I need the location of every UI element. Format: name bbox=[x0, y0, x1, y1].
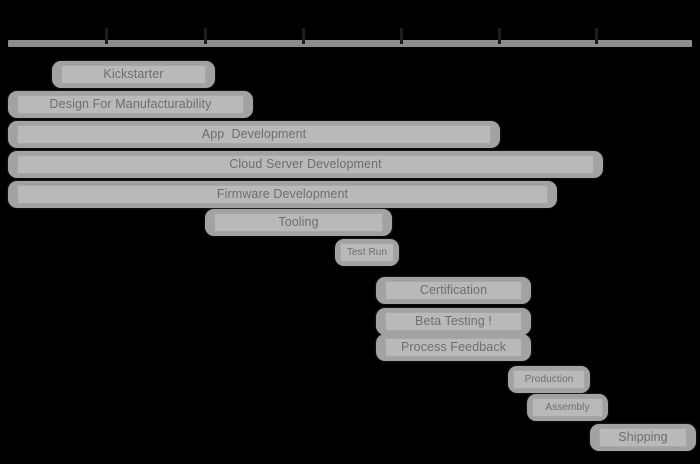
ruler-tick bbox=[204, 28, 207, 44]
task-bar-fill: Production bbox=[513, 370, 585, 389]
task-bar[interactable]: Production bbox=[508, 366, 590, 393]
task-bar[interactable]: Tooling bbox=[205, 209, 392, 236]
task-bar[interactable]: Process Feedback bbox=[376, 334, 531, 361]
task-bar[interactable]: Certification bbox=[376, 277, 531, 304]
task-bar-fill: Tooling bbox=[214, 213, 383, 232]
task-label: App Development bbox=[201, 127, 307, 142]
task-bar[interactable]: Kickstarter bbox=[52, 61, 215, 88]
task-label: Tooling bbox=[278, 215, 319, 230]
ruler-tick bbox=[595, 28, 598, 44]
task-bar[interactable]: Firmware Development bbox=[8, 181, 557, 208]
task-bar[interactable]: App Development bbox=[8, 121, 500, 148]
task-bar-fill: Certification bbox=[385, 281, 522, 300]
task-label: Cloud Server Development bbox=[229, 157, 382, 172]
task-label: Certification bbox=[419, 283, 488, 298]
task-bar-fill: Process Feedback bbox=[385, 338, 522, 357]
task-bar[interactable]: Design For Manufacturability bbox=[8, 91, 253, 118]
task-label: Process Feedback bbox=[400, 340, 507, 355]
task-bar-fill: Firmware Development bbox=[17, 185, 548, 204]
ruler-tick bbox=[498, 28, 501, 44]
task-bar-fill: Assembly bbox=[532, 398, 603, 417]
task-label: Test Run bbox=[346, 246, 388, 258]
task-label: Design For Manufacturability bbox=[49, 97, 212, 112]
task-label: Shipping bbox=[618, 430, 668, 445]
task-label: Firmware Development bbox=[216, 187, 349, 202]
task-bar[interactable]: Beta Testing ! bbox=[376, 308, 531, 335]
task-bar[interactable]: Shipping bbox=[590, 424, 696, 451]
task-bar-fill: Beta Testing ! bbox=[385, 312, 522, 331]
ruler-tick bbox=[302, 28, 305, 44]
task-bar[interactable]: Cloud Server Development bbox=[8, 151, 603, 178]
task-bar[interactable]: Assembly bbox=[527, 394, 608, 421]
task-bar-fill: Cloud Server Development bbox=[17, 155, 594, 174]
task-label: Beta Testing ! bbox=[415, 314, 492, 329]
task-bar-fill: App Development bbox=[17, 125, 491, 144]
ruler-tick bbox=[105, 28, 108, 44]
task-label: Kickstarter bbox=[103, 67, 164, 82]
task-bar-fill: Kickstarter bbox=[61, 65, 206, 84]
task-label: Production bbox=[524, 373, 574, 385]
task-bar-fill: Design For Manufacturability bbox=[17, 95, 244, 114]
task-bar[interactable]: Test Run bbox=[335, 239, 399, 266]
timeline-ruler[interactable] bbox=[8, 28, 692, 47]
task-label: Assembly bbox=[545, 401, 590, 413]
ruler-tick bbox=[400, 28, 403, 44]
task-bar-fill: Test Run bbox=[340, 243, 394, 262]
task-bar-fill: Shipping bbox=[599, 428, 687, 447]
